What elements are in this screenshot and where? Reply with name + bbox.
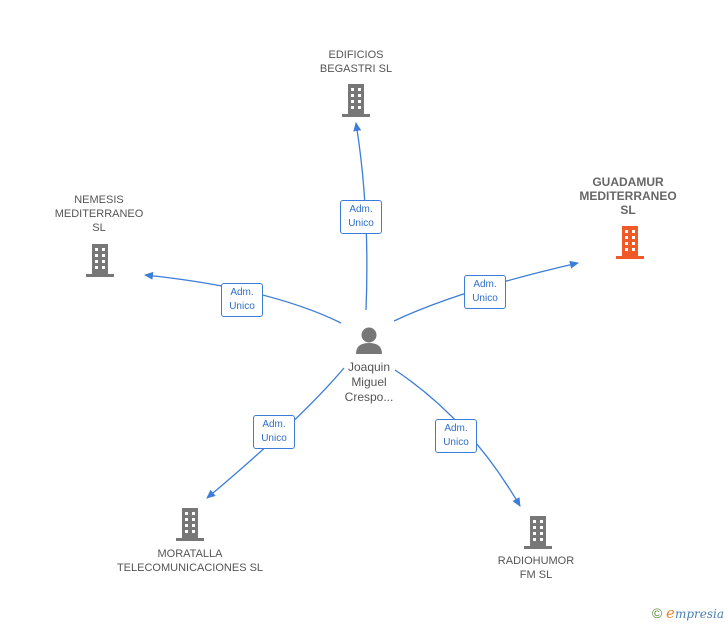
edge-role-label-radiohumor: Adm. Unico (435, 419, 477, 453)
empresia-logo: empresia (666, 604, 724, 622)
edge-role-label-moratalla: Adm. Unico (253, 415, 295, 449)
company-label-edificios[interactable]: EDIFICIOS BEGASTRI SL (319, 49, 393, 75)
person-icon[interactable] (356, 327, 382, 355)
person-name-label[interactable]: Joaquin Miguel Crespo... (344, 360, 394, 404)
building-icon-moratalla[interactable] (176, 508, 204, 541)
copyright-symbol: © (651, 605, 663, 621)
company-label-guadamur[interactable]: GUADAMUR MEDITERRANEO SL (579, 175, 677, 217)
copyright-watermark: © empresia (652, 604, 724, 622)
building-icon-edificios[interactable] (342, 84, 370, 117)
company-label-nemesis[interactable]: NEMESIS MEDITERRANEO SL (54, 194, 144, 234)
building-icon-nemesis[interactable] (86, 244, 114, 277)
building-icon-radiohumor[interactable] (524, 516, 552, 549)
building-icon-guadamur[interactable] (616, 226, 644, 259)
edge-role-label-edificios: Adm. Unico (340, 200, 382, 234)
edge-role-label-guadamur: Adm. Unico (464, 275, 506, 309)
company-label-radiohumor[interactable]: RADIOHUMOR FM SL (497, 555, 575, 581)
company-label-moratalla[interactable]: MORATALLA TELECOMUNICACIONES SL (116, 548, 264, 574)
edge-role-label-nemesis: Adm. Unico (221, 283, 263, 317)
